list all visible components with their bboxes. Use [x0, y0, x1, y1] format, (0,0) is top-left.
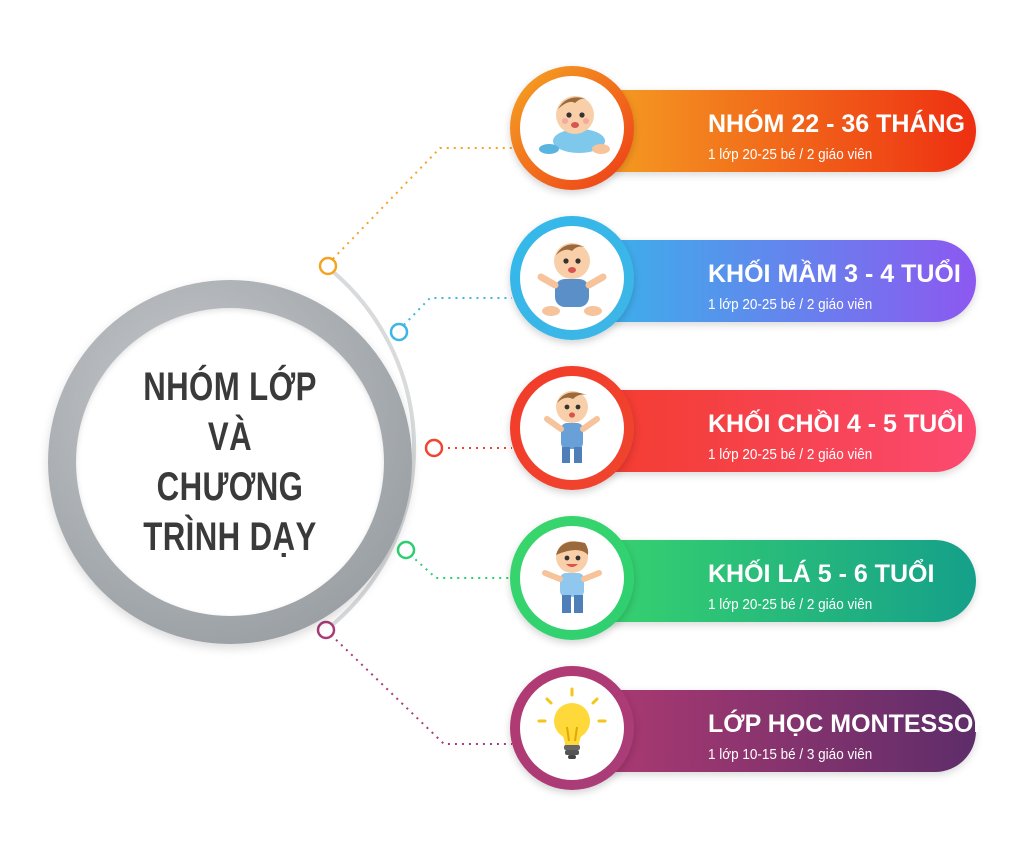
- group-pill: KHỐI CHỒI 4 - 5 TUỔI 1 lớp 20-25 bé / 2 …: [570, 390, 976, 472]
- group-badge-inner: [520, 676, 624, 780]
- group-subtitle: 1 lớp 20-25 bé / 2 giáo viên: [708, 296, 873, 313]
- connector-dot-2: [389, 322, 409, 342]
- child-icon: [542, 541, 602, 613]
- group-item-montessori: LỚP HỌC MONTESSORI 1 lớp 10-15 bé / 3 gi…: [510, 666, 998, 790]
- group-pill: LỚP HỌC MONTESSORI 1 lớp 10-15 bé / 3 gi…: [570, 690, 998, 772]
- group-badge-inner: [520, 376, 624, 480]
- connector-line-4: [404, 549, 512, 579]
- connector-dot-3: [424, 438, 444, 458]
- group-title: KHỐI LÁ 5 - 6 TUỔI: [708, 560, 935, 588]
- group-subtitle: 1 lớp 20-25 bé / 2 giáo viên: [708, 146, 873, 163]
- group-item-toddler: NHÓM 22 - 36 THÁNG 1 lớp 20-25 bé / 2 gi…: [510, 66, 980, 190]
- sitting-baby-icon: [537, 243, 607, 316]
- group-pill: KHỐI LÁ 5 - 6 TUỔI 1 lớp 20-25 bé / 2 gi…: [570, 540, 976, 622]
- connector-dot-1: [318, 256, 338, 276]
- center-title-line-2: CHƯƠNG TRÌNH DẠY: [143, 465, 317, 559]
- center-title: NHÓM LỚP VÀ CHƯƠNG TRÌNH DẠY: [129, 362, 332, 562]
- group-pill: NHÓM 22 - 36 THÁNG 1 lớp 20-25 bé / 2 gi…: [570, 90, 976, 172]
- group-item-choi: KHỐI CHỒI 4 - 5 TUỔI 1 lớp 20-25 bé / 2 …: [510, 366, 980, 490]
- group-badge: [510, 666, 634, 790]
- group-subtitle: 1 lớp 20-25 bé / 2 giáo viên: [708, 596, 873, 613]
- center-hub: NHÓM LỚP VÀ CHƯƠNG TRÌNH DẠY: [76, 308, 384, 616]
- group-title: NHÓM 22 - 36 THÁNG: [708, 110, 965, 138]
- orbit-arc: [324, 264, 417, 632]
- group-item-la: KHỐI LÁ 5 - 6 TUỔI 1 lớp 20-25 bé / 2 gi…: [510, 516, 980, 640]
- group-item-mam: KHỐI MẦM 3 - 4 TUỔI 1 lớp 20-25 bé / 2 g…: [510, 216, 980, 340]
- group-subtitle: 1 lớp 20-25 bé / 2 giáo viên: [708, 446, 873, 463]
- lightbulb-icon: [537, 687, 607, 759]
- group-title: KHỐI MẦM 3 - 4 TUỔI: [708, 260, 961, 288]
- group-badge-inner: [520, 226, 624, 330]
- toddler-icon: [544, 391, 600, 463]
- crawling-baby-icon: [539, 96, 610, 154]
- group-title: LỚP HỌC MONTESSORI: [708, 710, 999, 738]
- group-subtitle: 1 lớp 10-15 bé / 3 giáo viên: [708, 746, 873, 763]
- connector-dot-4: [396, 540, 416, 560]
- group-pill: KHỐI MẦM 3 - 4 TUỔI 1 lớp 20-25 bé / 2 g…: [570, 240, 976, 322]
- group-badge: [510, 366, 634, 490]
- group-badge: [510, 216, 634, 340]
- connector-line-2: [398, 297, 512, 331]
- group-badge-inner: [520, 76, 624, 180]
- group-title: KHỐI CHỒI 4 - 5 TUỔI: [708, 410, 964, 438]
- connector-line-5: [325, 629, 512, 745]
- group-badge: [510, 516, 634, 640]
- connector-line-1: [327, 147, 512, 265]
- connector-dot-5: [316, 620, 336, 640]
- group-badge: [510, 66, 634, 190]
- center-title-line-1: NHÓM LỚP VÀ: [143, 365, 317, 459]
- group-badge-inner: [520, 526, 624, 630]
